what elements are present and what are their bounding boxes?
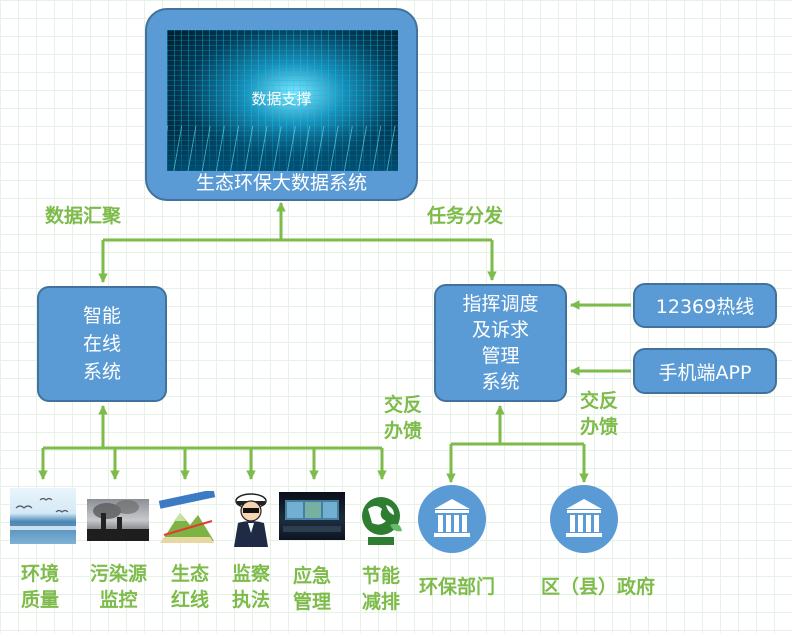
pollution-source-image: [87, 499, 149, 541]
feedback-label-right: 交反 办馈: [580, 390, 619, 438]
module-label-env-quality: 环境质量: [21, 563, 60, 611]
module-label-eco-redline: 生态红线: [171, 563, 210, 611]
energy-saving-image: [360, 495, 406, 547]
police-officer-icon: [234, 493, 268, 547]
birds-icon: [10, 497, 76, 530]
globe-leaf-icon: [362, 497, 402, 545]
smart-online-system-box: 智能 在线 系统: [37, 286, 167, 402]
eco-redline-image: [156, 491, 218, 545]
module-label-energy-saving: 节能减排: [362, 565, 401, 613]
data-support-label: 数据支撑: [251, 90, 312, 108]
government-building-icon: [550, 485, 618, 553]
module-label-emergency: 应急管理: [293, 565, 332, 613]
command-dispatch-system-box: 指挥调度 及诉求 管理 系统: [434, 284, 567, 402]
emergency-center-image: [279, 492, 345, 540]
env-department-building-icon: [418, 485, 486, 553]
inspection-officer-image: [228, 489, 274, 549]
government-label: 区（县）政府: [541, 576, 656, 598]
mobile-app-box: 手机端APP: [633, 348, 777, 394]
env-department-label: 环保部门: [419, 576, 496, 598]
data-collect-label: 数据汇聚: [45, 205, 122, 227]
module-label-pollution-source: 污染源监控: [90, 563, 148, 611]
mountain-icon: [158, 491, 216, 543]
env-quality-image: [10, 488, 76, 544]
feedback-label-left: 交反 办馈: [384, 394, 423, 442]
control-room-icon: [283, 500, 341, 532]
big-data-system-title: 生态环保大数据系统: [195, 172, 367, 194]
factory-icon: [87, 500, 149, 541]
data-center-image: [167, 30, 398, 171]
big-data-system-box: 数据支撑 生态环保大数据系统: [145, 8, 418, 201]
task-dispatch-label: 任务分发: [427, 205, 504, 227]
hotline-box: 12369热线: [633, 283, 777, 328]
module-label-inspection: 监察执法: [232, 563, 271, 611]
